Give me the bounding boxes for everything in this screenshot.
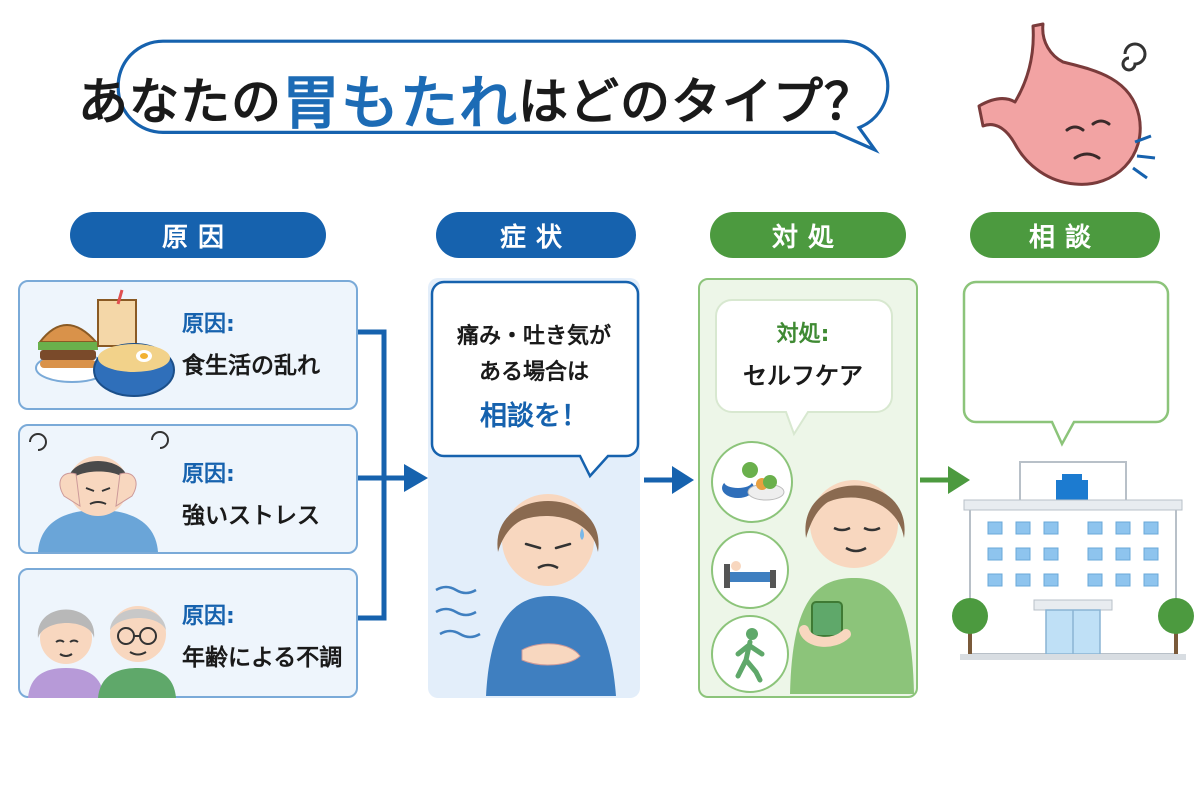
hospital-icon [952,461,1194,660]
symptom-emphasis: 相談を！ [480,401,588,432]
title-suffix: はどのタイプ？ [518,73,876,131]
care-label: 対処: [776,322,830,347]
fast-food-icon [35,289,175,397]
arrow-care-to-consult [920,466,970,494]
cause-label-1: 原因: [182,312,235,337]
header-cause: 原因 [70,212,326,258]
cause-label-2: 原因: [182,462,235,487]
symptom-line-2: ある場合は [478,360,589,385]
arrow-symptom-to-care [644,466,694,494]
woman-stomachache-icon [435,494,616,696]
care-speech-bubble [715,299,893,437]
cause-label-3: 原因: [182,604,235,629]
symptom-speech-bubble [430,280,640,479]
consult-bubble-text [980,300,1152,400]
stomach-character-icon [977,22,1156,186]
title-bubble [116,39,890,154]
symptom-line-1: 痛み・吐き気が [456,324,611,349]
title-prefix: あなたの [78,73,282,131]
stressed-woman-icon [29,431,169,552]
cause-text-3: 年齢による不調 [182,645,343,671]
care-text: セルフケア [743,362,863,390]
cause-text-2: 強いストレス [182,503,320,529]
elderly-couple-icon [28,606,176,698]
meal-icon [711,441,793,523]
cause-text-1: 食生活の乱れ [182,353,320,379]
header-consult: 相談 [970,212,1160,258]
header-symptom: 症状 [436,212,636,258]
bed-rest-icon [711,531,789,609]
cause-bracket-connector [358,329,428,621]
title-highlight: 胃もたれ [282,69,519,137]
woman-drinking-tea-icon [790,480,914,694]
header-care: 対処 [710,212,906,258]
consult-speech-bubble [962,280,1170,447]
page-title: あなたの胃もたれはどのタイプ？ [78,58,958,138]
walking-icon [711,615,789,693]
